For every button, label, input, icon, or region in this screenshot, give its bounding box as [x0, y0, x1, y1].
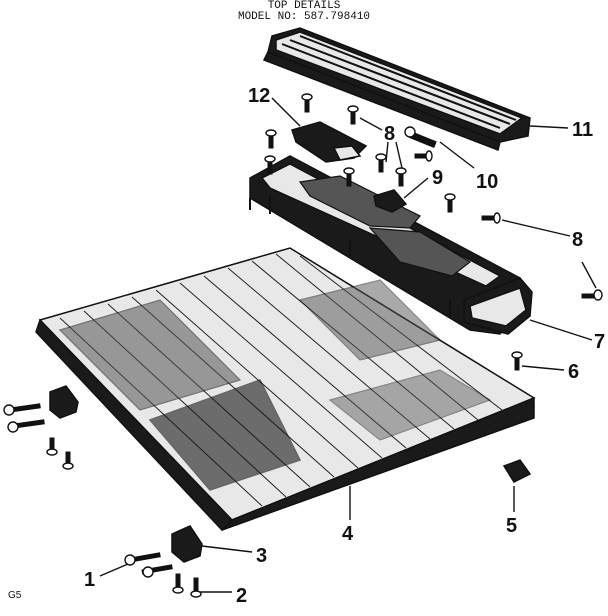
screw-icon: [124, 552, 161, 566]
callout-2: 2: [236, 585, 247, 607]
screw-icon: [414, 150, 433, 162]
callout-10: 10: [476, 171, 498, 193]
screw-icon: [375, 153, 387, 173]
screw-icon: [62, 451, 74, 470]
screw-icon: [190, 577, 202, 598]
screw-icon: [172, 573, 184, 594]
figure-code: G5: [8, 590, 22, 601]
callout-4: 4: [342, 523, 354, 545]
screw-icon: [7, 419, 45, 433]
part-12-bracket-plate: [291, 121, 368, 163]
callout-8-lower: 8: [572, 229, 583, 251]
part-1-screws: [124, 552, 173, 578]
screw-icon: [481, 212, 501, 224]
model-number: MODEL NO: 587.798410: [237, 11, 371, 23]
screw-icon: [395, 167, 407, 187]
screw-icon: [3, 403, 41, 416]
part-5-foot: [502, 459, 532, 483]
screw-icon: [264, 155, 276, 175]
leader-lines: [99, 97, 597, 593]
screw-icon: [141, 564, 173, 578]
screw-icon: [265, 129, 277, 149]
screw-icon: [301, 93, 313, 113]
callout-11: 11: [572, 119, 593, 141]
callout-5: 5: [506, 515, 517, 537]
part-10-bolt: [404, 126, 437, 148]
upper-screws: [264, 93, 603, 371]
screw-icon: [444, 193, 456, 213]
callout-6: 6: [568, 361, 579, 383]
screw-icon: [46, 437, 58, 456]
screw-icon: [343, 167, 355, 187]
callout-3: 3: [256, 545, 267, 567]
diagram-title: TOP DETAILS: [267, 0, 341, 12]
part-4-wood-top-panel: [35, 247, 536, 532]
screw-icon: [581, 289, 603, 301]
part-11-top-cap: [262, 27, 531, 152]
screw-icon: [347, 105, 359, 125]
callout-1: 1: [84, 569, 95, 591]
left-hinge-bracket: [3, 385, 79, 470]
callout-9: 9: [432, 167, 443, 189]
part-7-frame-rail: [249, 155, 533, 335]
part-9-clip: [373, 189, 408, 213]
callout-8-upper: 8: [384, 123, 395, 145]
screw-icon: [511, 351, 523, 371]
callout-12: 12: [248, 85, 270, 107]
callout-7: 7: [594, 331, 605, 353]
part-2-screws: [172, 573, 202, 598]
part-3-hinge-bracket: [171, 525, 203, 563]
